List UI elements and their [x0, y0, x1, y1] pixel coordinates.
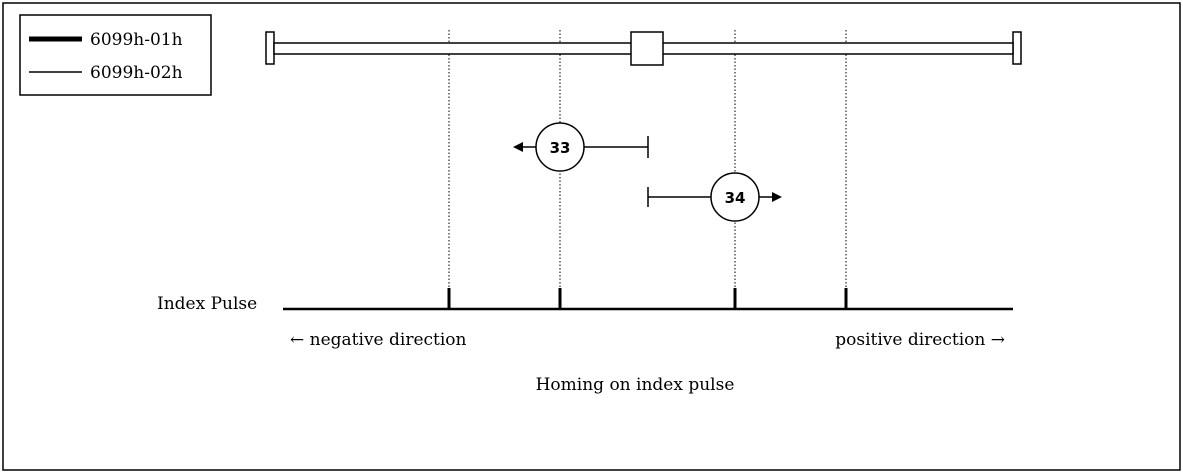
index-pulse-track: Index Pulse: [157, 288, 1013, 314]
guide-lines: [448, 30, 847, 290]
travel-rail: [265, 31, 1022, 66]
carriage-block: [630, 31, 664, 66]
method-circle: [535, 122, 585, 172]
right-limit-stop: [1012, 31, 1022, 65]
legend-box: [19, 14, 212, 96]
method-33-label: 33: [550, 139, 571, 157]
method-34-label: 34: [725, 189, 746, 207]
legend: 6099h-01h 6099h-02h: [19, 14, 212, 96]
negative-direction-label: ← negative direction: [290, 330, 467, 350]
legend-item-thick: 6099h-01h: [90, 30, 183, 50]
homing-method-34: 34: [647, 172, 782, 222]
index-pulse-label: Index Pulse: [157, 294, 257, 314]
diagram-caption: Homing on index pulse: [536, 375, 735, 395]
homing-method-33: 33: [513, 122, 649, 172]
method-circle: [710, 172, 760, 222]
left-limit-stop: [265, 31, 275, 65]
positive-direction-label: positive direction →: [835, 330, 1005, 350]
legend-item-thin: 6099h-02h: [90, 63, 183, 83]
